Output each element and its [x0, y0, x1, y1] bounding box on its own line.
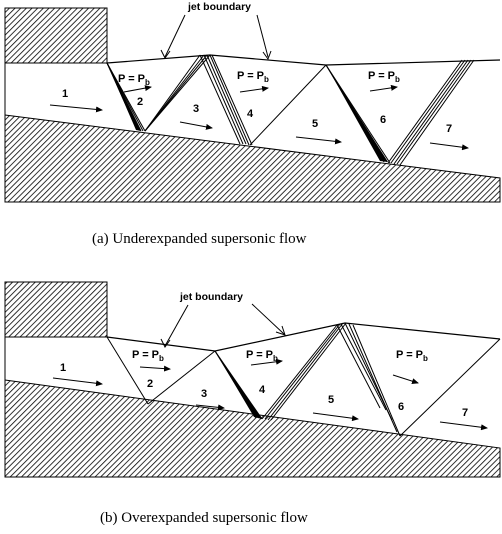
- compression-fan-1-a: [144, 54, 253, 146]
- region-label-a-3: 3: [193, 103, 199, 115]
- region-label-a-4: 4: [247, 108, 254, 120]
- panel-a-underexpanded: jet boundary P = Pb P = Pb P = Pb 1 2 3 …: [4, 1, 501, 247]
- region-label-b-5: 5: [328, 394, 334, 406]
- lower-wall-b: [4, 379, 501, 478]
- caption-a: (a) Underexpanded supersonic flow: [92, 231, 307, 247]
- region-label-a-1: 1: [62, 88, 68, 100]
- pressure-label-a-3: P = Pb: [368, 70, 400, 84]
- region-label-b-1: 1: [60, 362, 66, 374]
- compression-fan-2-a: [387, 59, 475, 166]
- expansion-fan-2-a: [325, 64, 391, 164]
- upper-wall-a: [4, 7, 108, 64]
- panel-b-overexpanded: jet boundary P = Pb P = Pb P = Pb 1 2 3 …: [4, 281, 501, 526]
- caption-b: (b) Overexpanded supersonic flow: [100, 510, 308, 526]
- jet-boundary-line-b: [106, 322, 501, 352]
- region-label-a-5: 5: [312, 118, 318, 130]
- jet-boundary-line-a: [106, 54, 501, 66]
- region-label-b-4: 4: [259, 384, 266, 396]
- region-label-b-6: 6: [398, 401, 404, 413]
- jet-boundary-label-b: jet boundary: [179, 291, 243, 303]
- region-label-a-7: 7: [446, 123, 452, 135]
- region-label-a-6: 6: [380, 114, 386, 126]
- upper-wall-b: [4, 281, 108, 338]
- pressure-label-b-2: P = Pb: [246, 349, 278, 363]
- pressure-label-a-1: P = Pb: [118, 73, 150, 87]
- compression-fan-1-b: [261, 322, 401, 437]
- region-label-b-7: 7: [462, 407, 468, 419]
- lower-wall-a: [4, 114, 501, 203]
- jet-boundary-label-a: jet boundary: [187, 1, 251, 13]
- region-label-b-2: 2: [147, 378, 153, 390]
- region-label-b-3: 3: [201, 388, 207, 400]
- expansion-fan-1-b: [214, 350, 263, 420]
- flow-arrows-a: [49, 84, 469, 151]
- pressure-label-b-1: P = Pb: [132, 349, 164, 363]
- pressure-label-b-3: P = Pb: [396, 349, 428, 363]
- flow-arrows-b: [52, 358, 488, 431]
- pressure-label-a-2: P = Pb: [237, 70, 269, 84]
- region-label-a-2: 2: [137, 96, 143, 108]
- expansion-fan-1-a: [106, 62, 146, 132]
